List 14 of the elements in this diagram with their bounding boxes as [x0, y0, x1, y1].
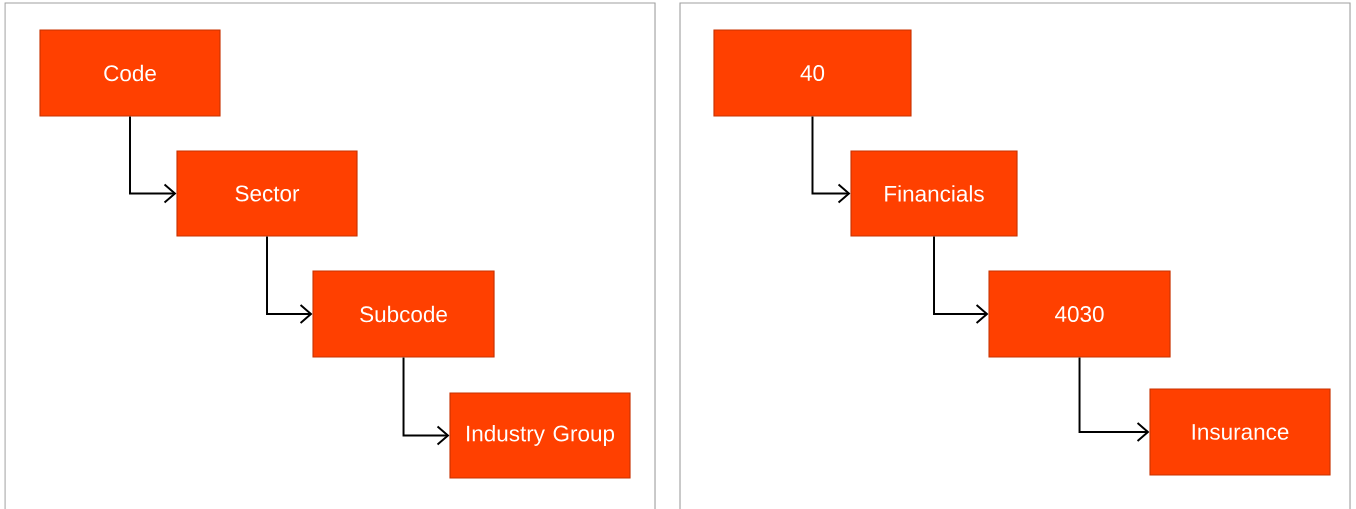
process-box: Subcode: [312, 270, 495, 358]
arrow: [811, 115, 851, 204]
arrow: [1078, 356, 1150, 442]
arrow: [266, 235, 313, 324]
process-box: 4030: [988, 270, 1171, 358]
arrow: [129, 115, 177, 204]
arrow: [933, 235, 989, 324]
process-box: Insurance: [1149, 388, 1331, 476]
process-box: Industry Group: [449, 392, 631, 479]
process-box: Sector: [176, 150, 358, 237]
process-box: 40: [713, 29, 912, 117]
process-box: Code: [39, 29, 221, 117]
arrow: [402, 356, 450, 446]
process-box: Financials: [850, 150, 1018, 237]
